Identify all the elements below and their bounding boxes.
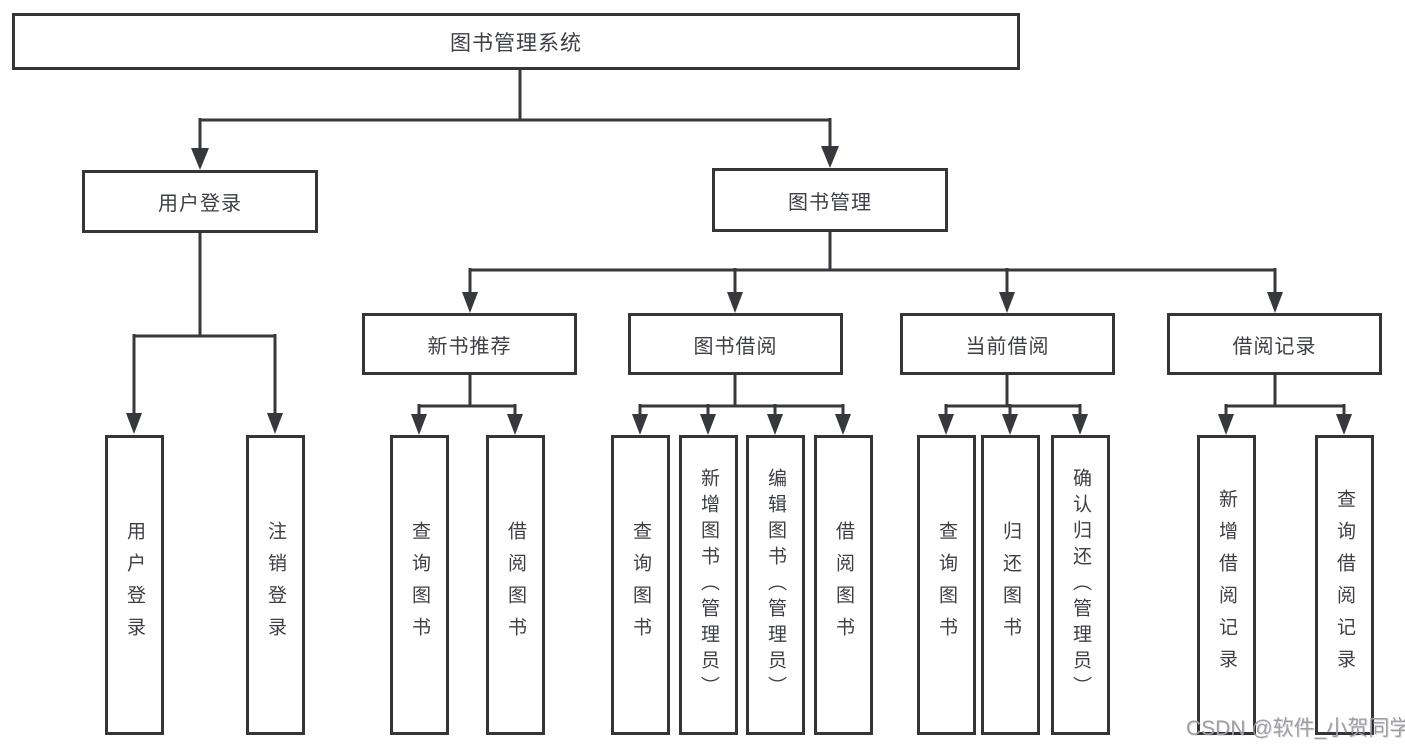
node-library-system-label: 图书管理系统 bbox=[450, 31, 582, 55]
leaf-user-login: 用户登录 bbox=[105, 435, 164, 735]
connector-currentborrow-to-leaves bbox=[938, 375, 1088, 435]
leaf-add-book-admin-label: 新增图书（管理员） bbox=[698, 468, 719, 702]
leaf-query-books-recommend-label: 查询图书 bbox=[409, 521, 430, 649]
node-user-login-label: 用户登录 bbox=[158, 193, 242, 215]
leaf-add-book-admin: 新增图书（管理员） bbox=[679, 435, 738, 735]
leaf-query-books-current-label: 查询图书 bbox=[936, 521, 957, 649]
node-new-book-recommend-label: 新书推荐 bbox=[427, 335, 512, 358]
leaf-borrow-books-label: 借阅图书 bbox=[833, 521, 854, 649]
node-book-management: 图书管理 bbox=[712, 168, 948, 232]
node-book-borrow: 图书借阅 bbox=[628, 313, 843, 375]
connector-newbook-to-leaves bbox=[411, 375, 523, 435]
leaf-query-books-recommend: 查询图书 bbox=[390, 435, 449, 735]
node-book-management-label: 图书管理 bbox=[788, 191, 872, 214]
leaf-add-borrow-record: 新增借阅记录 bbox=[1197, 435, 1256, 735]
connector-bookmgmt-to-level3 bbox=[462, 232, 1283, 313]
leaf-return-book: 归还图书 bbox=[981, 435, 1040, 735]
leaf-query-books-borrow-label: 查询图书 bbox=[630, 521, 651, 649]
leaf-edit-book-admin: 编辑图书（管理员） bbox=[746, 435, 805, 735]
leaf-logout-label: 注销登录 bbox=[265, 521, 286, 649]
node-borrow-records: 借阅记录 bbox=[1167, 313, 1382, 375]
connector-userlogin-to-leaves bbox=[126, 233, 283, 434]
node-current-borrow-label: 当前借阅 bbox=[965, 335, 1050, 358]
leaf-borrow-books: 借阅图书 bbox=[814, 435, 873, 735]
connector-borrowrecords-to-leaves bbox=[1218, 375, 1352, 435]
node-library-system: 图书管理系统 bbox=[12, 13, 1020, 70]
leaf-borrow-books-recommend-label: 借阅图书 bbox=[505, 521, 526, 649]
leaf-query-books-borrow: 查询图书 bbox=[611, 435, 670, 735]
leaf-query-books-current: 查询图书 bbox=[917, 435, 976, 735]
leaf-user-login-label: 用户登录 bbox=[124, 521, 145, 649]
node-book-borrow-label: 图书借阅 bbox=[693, 335, 778, 358]
node-user-login: 用户登录 bbox=[82, 170, 318, 233]
leaf-logout: 注销登录 bbox=[246, 435, 305, 735]
watermark-text: CSDN @软件_小贺同学 bbox=[1186, 717, 1405, 740]
connector-bookborrow-to-leaves bbox=[632, 375, 851, 435]
leaf-confirm-return-admin: 确认归还（管理员） bbox=[1051, 435, 1110, 735]
leaf-edit-book-admin-label: 编辑图书（管理员） bbox=[765, 468, 786, 702]
leaf-borrow-books-recommend: 借阅图书 bbox=[486, 435, 545, 735]
leaf-return-book-label: 归还图书 bbox=[1000, 521, 1021, 649]
leaf-query-borrow-record: 查询借阅记录 bbox=[1315, 435, 1374, 735]
node-borrow-records-label: 借阅记录 bbox=[1232, 335, 1317, 358]
node-new-book-recommend: 新书推荐 bbox=[362, 313, 577, 375]
leaf-add-borrow-record-label: 新增借阅记录 bbox=[1216, 489, 1237, 681]
connector-root-to-level2 bbox=[191, 70, 839, 170]
node-current-borrow: 当前借阅 bbox=[900, 313, 1115, 375]
leaf-query-borrow-record-label: 查询借阅记录 bbox=[1334, 489, 1355, 681]
leaf-confirm-return-admin-label: 确认归还（管理员） bbox=[1070, 468, 1091, 702]
